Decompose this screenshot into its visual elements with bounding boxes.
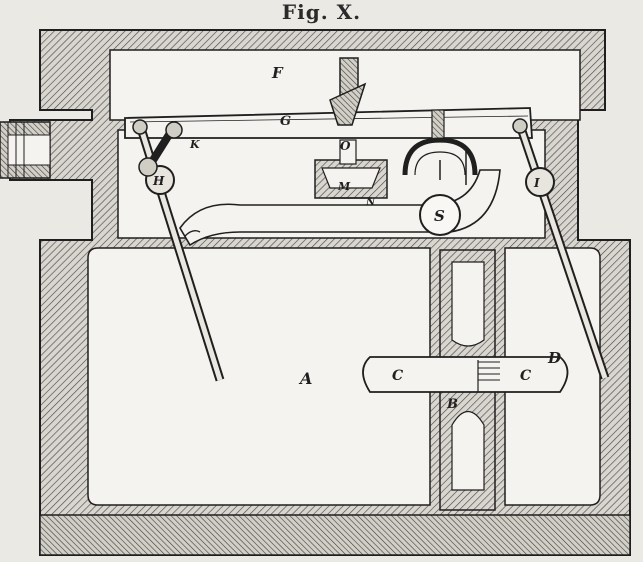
float-ball — [419, 194, 461, 236]
label-M: M — [337, 180, 351, 193]
label-C-right: C — [520, 368, 531, 384]
label-S: S — [434, 207, 445, 225]
label-N: N — [365, 197, 376, 208]
figure-title: Fig. X. — [281, 0, 362, 24]
lever-arm — [124, 107, 533, 143]
siphon-dome — [402, 137, 478, 185]
crank — [138, 121, 183, 177]
label-H: H — [152, 174, 165, 188]
flow-arrow-left — [184, 229, 201, 237]
lower-chamber — [87, 247, 431, 506]
flow-channel — [179, 169, 501, 247]
column-upper-window — [451, 261, 485, 347]
label-O: O — [340, 139, 351, 153]
label-F: F — [271, 64, 284, 82]
label-K: K — [189, 138, 200, 151]
label-G: G — [280, 114, 291, 129]
valve-box — [314, 139, 388, 199]
label-I: I — [533, 176, 540, 190]
right-rod — [512, 118, 610, 380]
feed-spout — [329, 57, 367, 126]
column-lower-window — [451, 410, 485, 491]
label-B: B — [446, 397, 458, 412]
cross-bar — [362, 356, 569, 393]
label-A: A — [298, 369, 312, 388]
casing — [9, 29, 631, 556]
label-C-left: C — [392, 368, 403, 384]
bottom-flange — [39, 514, 631, 556]
inlet-pipe — [0, 121, 51, 179]
label-D: D — [547, 349, 561, 367]
